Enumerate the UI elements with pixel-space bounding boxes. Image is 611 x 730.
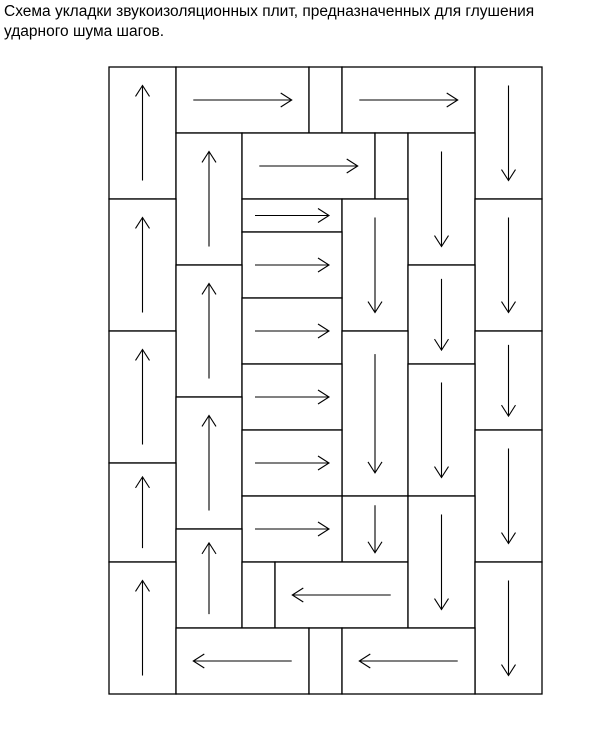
arrow-right-icon xyxy=(255,323,331,339)
caption-line-1: Схема укладки звукоизоляционных плит, пр… xyxy=(4,3,535,20)
diagram-caption: Схема укладки звукоизоляционных плит, пр… xyxy=(4,2,604,42)
arrow-right-icon xyxy=(259,158,359,174)
arrow-up-icon xyxy=(201,414,217,511)
plate-p16 xyxy=(175,264,243,398)
plate-p24 xyxy=(108,462,177,563)
plate-p01 xyxy=(108,66,177,200)
arrow-right-icon xyxy=(255,208,331,223)
plate-p04 xyxy=(341,66,476,134)
arrow-down-icon xyxy=(501,85,516,182)
caption-line-2: ударного шума шагов. xyxy=(4,23,165,40)
arrow-right-icon xyxy=(255,257,331,273)
arrow-up-icon xyxy=(201,150,217,247)
plate-p35 xyxy=(175,627,310,695)
arrow-up-icon xyxy=(135,84,150,181)
plate-p11 xyxy=(474,198,543,332)
plate-p10 xyxy=(108,198,177,332)
arrow-up-icon xyxy=(201,541,217,615)
plate-p08 xyxy=(374,132,409,200)
arrow-up-icon xyxy=(135,348,150,445)
plate-p21 xyxy=(241,363,343,431)
plate-p15 xyxy=(407,264,476,365)
plate-p02 xyxy=(175,66,310,134)
plate-p32 xyxy=(407,495,476,629)
plate-p14 xyxy=(241,231,343,299)
arrow-left-icon xyxy=(291,587,391,603)
arrow-down-icon xyxy=(501,580,516,677)
arrow-up-icon xyxy=(135,216,150,313)
plate-p34 xyxy=(474,561,543,695)
plate-p09 xyxy=(407,132,476,266)
arrow-up-icon xyxy=(135,579,150,676)
plate-p06 xyxy=(175,132,243,266)
arrow-down-icon xyxy=(367,354,383,474)
plate-p12 xyxy=(241,198,343,233)
arrow-right-icon xyxy=(255,455,331,471)
arrow-down-icon xyxy=(501,217,516,314)
arrow-right-icon xyxy=(255,521,331,537)
plate-p20 xyxy=(474,330,543,431)
plate-p30 xyxy=(241,561,276,629)
arrow-right-icon xyxy=(255,389,331,405)
arrow-up-icon xyxy=(201,282,217,379)
plate-p29 xyxy=(175,528,243,629)
arrow-down-icon xyxy=(434,382,449,479)
plate-p27 xyxy=(341,495,409,563)
plate-p36 xyxy=(308,627,343,695)
plate-p25 xyxy=(241,429,343,497)
plate-p23 xyxy=(407,363,476,497)
plate-p17 xyxy=(108,330,177,464)
arrow-left-icon xyxy=(358,653,458,669)
plate-p05 xyxy=(474,66,543,200)
plate-p13 xyxy=(341,198,409,332)
arrow-down-icon xyxy=(434,151,449,248)
plate-p37 xyxy=(341,627,476,695)
plate-p31 xyxy=(274,561,409,629)
plate-p03 xyxy=(308,66,343,134)
arrow-down-icon xyxy=(434,278,449,352)
arrow-right-icon xyxy=(359,92,459,108)
plate-p18 xyxy=(241,297,343,365)
arrow-down-icon xyxy=(501,344,516,418)
plate-p33 xyxy=(108,561,177,695)
arrow-left-icon xyxy=(192,653,292,669)
arrow-right-icon xyxy=(193,92,293,108)
arrow-down-icon xyxy=(367,505,383,554)
plate-p07 xyxy=(241,132,376,200)
arrow-down-icon xyxy=(434,514,449,611)
arrow-down-icon xyxy=(367,217,383,314)
arrow-down-icon xyxy=(501,448,516,545)
plate-p26 xyxy=(474,429,543,563)
plate-p19 xyxy=(341,330,409,497)
plate-p28 xyxy=(241,495,343,563)
plate-p22 xyxy=(175,396,243,530)
arrow-up-icon xyxy=(135,475,150,549)
